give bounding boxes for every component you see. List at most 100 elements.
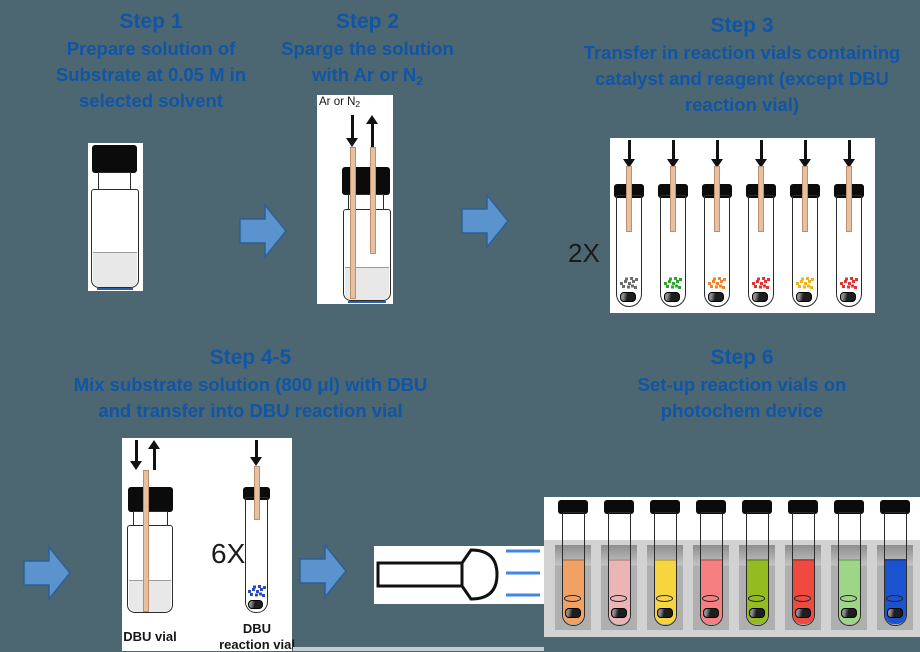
step1-line3: selected solvent bbox=[79, 90, 223, 111]
step6-reaction-vial bbox=[877, 497, 913, 637]
step6-title: Step 6 bbox=[710, 346, 774, 369]
stir-bar bbox=[708, 292, 724, 302]
reaction-liquid bbox=[838, 559, 860, 624]
vial-tube bbox=[883, 512, 907, 626]
vial-cap bbox=[788, 500, 818, 514]
gas-in-arrow-icon bbox=[346, 115, 358, 147]
step3-heading: Step 3 Transfer in reaction vials contai… bbox=[558, 12, 920, 118]
step45-line2: and transfer into DBU reaction vial bbox=[98, 400, 403, 421]
stir-bar bbox=[564, 608, 581, 618]
vial-tube bbox=[791, 512, 815, 626]
reaction-vial-needle bbox=[254, 466, 260, 520]
dbu-solution bbox=[129, 580, 171, 612]
catalyst-specks bbox=[752, 282, 755, 285]
step6-heading: Step 6 Set-up reaction vials on photoche… bbox=[558, 344, 920, 424]
vial-cap bbox=[742, 500, 772, 514]
flow-arrow-step2-step3 bbox=[461, 193, 509, 249]
vial-base-line bbox=[348, 301, 386, 303]
step1-line2: Substrate at 0.05 M in bbox=[55, 64, 247, 85]
step2-line2: with Ar or N2 bbox=[312, 64, 423, 88]
stir-spin-icon bbox=[794, 595, 811, 602]
transfer-needle bbox=[143, 470, 149, 612]
step3-line1: Transfer in reaction vials containing bbox=[583, 42, 901, 63]
step3-line3: reaction vial) bbox=[684, 94, 800, 115]
flow-arrow-step45-step6 bbox=[299, 543, 347, 599]
transfer-down-arrow-icon bbox=[250, 440, 262, 466]
vial-cap bbox=[696, 500, 726, 514]
stir-bar bbox=[794, 608, 811, 618]
vial-tube bbox=[745, 512, 769, 626]
vial-tube bbox=[653, 512, 677, 626]
stir-bar bbox=[620, 292, 636, 302]
step6-reaction-vial bbox=[785, 497, 821, 637]
step6-line1: Set-up reaction vials on bbox=[637, 374, 847, 395]
step6-reaction-vial bbox=[647, 497, 683, 637]
step45-panel: DBU vial 6X DBU reaction vial bbox=[122, 438, 295, 652]
inlet-needle bbox=[350, 147, 356, 299]
down-arrow-icon bbox=[711, 140, 723, 168]
dbu-reaction-vial-specks bbox=[248, 590, 251, 593]
step3-title: Step 3 bbox=[710, 14, 774, 37]
catalyst-specks bbox=[840, 282, 843, 285]
down-arrow-icon bbox=[623, 140, 635, 168]
lamp-panel bbox=[374, 546, 544, 604]
vial-base-line bbox=[97, 288, 133, 290]
flow-arrow-step3-step45 bbox=[23, 545, 71, 601]
catalyst-specks bbox=[664, 282, 667, 285]
reaction-liquid bbox=[792, 559, 814, 624]
down-arrow-icon bbox=[799, 140, 811, 168]
stir-spin-icon bbox=[748, 595, 765, 602]
vial-tube bbox=[607, 512, 631, 626]
syringe-up-arrow-icon bbox=[148, 440, 160, 470]
needle bbox=[626, 166, 632, 232]
stir-bar bbox=[748, 608, 765, 618]
reaction-vial-label-line1: DBU bbox=[242, 621, 272, 636]
vial-tube bbox=[837, 512, 861, 626]
step2-line1: Sparge the solution bbox=[281, 38, 454, 59]
gas-label: Ar or N2 bbox=[319, 96, 361, 109]
step3-reaction-vial bbox=[658, 138, 688, 310]
reaction-liquid bbox=[746, 559, 768, 624]
step45-heading: Step 4-5 Mix substrate solution (800 μl)… bbox=[28, 344, 473, 424]
stir-bar bbox=[664, 292, 680, 302]
stir-spin-icon bbox=[702, 595, 719, 602]
step6-line2: photochem device bbox=[660, 400, 824, 421]
step45-line1: Mix substrate solution (800 μl) with DBU bbox=[73, 374, 428, 395]
down-arrow-icon bbox=[843, 140, 855, 168]
step1-line1: Prepare solution of bbox=[66, 38, 236, 59]
step3-reaction-vial bbox=[790, 138, 820, 310]
vial-cap bbox=[834, 500, 864, 514]
reaction-liquid bbox=[700, 559, 722, 624]
down-arrow-icon bbox=[755, 140, 767, 168]
step6-reaction-vial bbox=[831, 497, 867, 637]
step3-reaction-vial bbox=[746, 138, 776, 310]
down-arrow-icon bbox=[667, 140, 679, 168]
vial-tube bbox=[699, 512, 723, 626]
dbu-vial-label: DBU vial bbox=[123, 629, 177, 644]
photochem-device-panel bbox=[544, 497, 920, 637]
step6-reaction-vial bbox=[601, 497, 637, 637]
needle bbox=[670, 166, 676, 232]
reaction-liquid bbox=[608, 559, 630, 624]
step2-heading: Step 2 Sparge the solution with Ar or N2 bbox=[270, 8, 465, 90]
step45-title: Step 4-5 bbox=[209, 346, 292, 369]
reaction-vial-label-line2: reaction vial bbox=[219, 637, 295, 652]
stir-bar bbox=[248, 600, 263, 609]
stir-spin-icon bbox=[564, 595, 581, 602]
stir-bar bbox=[840, 292, 856, 302]
step3-reaction-vial bbox=[614, 138, 644, 310]
vial-cap bbox=[92, 145, 137, 173]
needle bbox=[714, 166, 720, 232]
step45-multiplier: 6X bbox=[211, 538, 246, 569]
needle bbox=[846, 166, 852, 232]
stir-bar bbox=[752, 292, 768, 302]
stir-spin-icon bbox=[840, 595, 857, 602]
vial-tube bbox=[561, 512, 585, 626]
step1-heading: Step 1 Prepare solution of Substrate at … bbox=[5, 8, 297, 114]
outlet-needle bbox=[370, 147, 376, 254]
vial-neck bbox=[98, 172, 131, 190]
catalyst-specks bbox=[708, 282, 711, 285]
reaction-liquid bbox=[562, 559, 584, 624]
syringe-down-arrow-icon bbox=[130, 440, 142, 470]
